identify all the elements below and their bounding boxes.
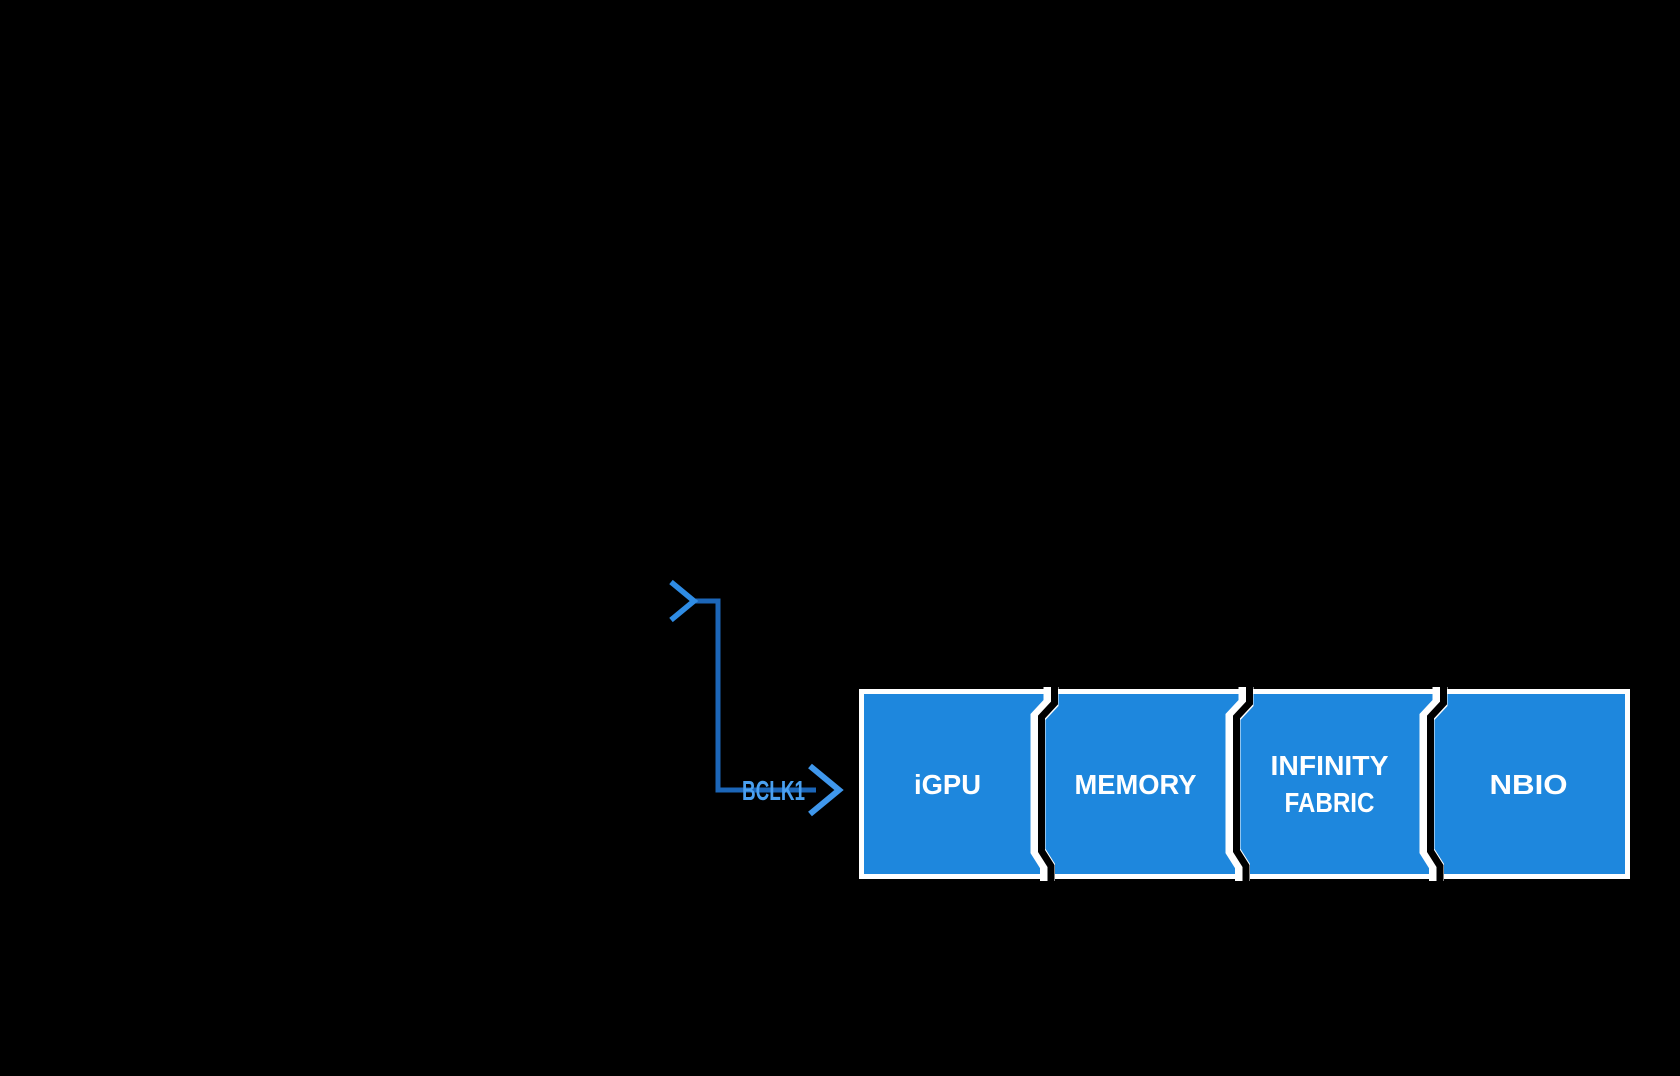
bclk1-label: BCLK1 (742, 775, 805, 806)
block-label-infinity-fabric-line2: FABRIC (1285, 787, 1375, 818)
block-label-infinity-fabric-line1: INFINITY (1271, 750, 1389, 781)
separator-3-cut (1427, 687, 1447, 881)
separator-1-cut (1038, 687, 1058, 881)
block-label-nbio: NBIO (1490, 769, 1568, 800)
block-row-fill (864, 694, 1625, 874)
bclk1-arrowhead-icon (808, 763, 844, 817)
bclk1-routing-line (695, 598, 816, 793)
block-separators (1030, 687, 1448, 881)
block-label-memory: MEMORY (1075, 769, 1197, 800)
block-label-igpu: iGPU (914, 769, 981, 800)
separator-2-cut (1233, 687, 1253, 881)
signal-start-chevron-icon (669, 579, 699, 623)
